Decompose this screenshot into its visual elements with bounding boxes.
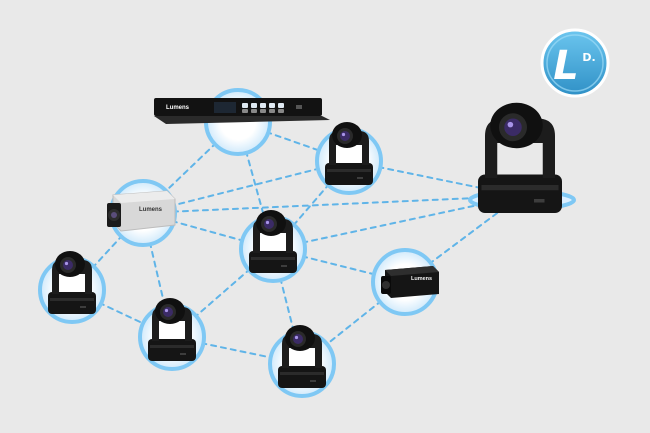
logo-dot-text: D.: [582, 51, 595, 64]
brand-logo: L D.: [540, 28, 610, 98]
cam-ptz-left-device: [48, 251, 96, 314]
cam-ptz-bottom-left-device: [148, 298, 196, 361]
cam-ptz-center-device: [249, 210, 297, 273]
switcher-device: Lumens: [154, 98, 330, 124]
link-cam-ptz-top-cam-box-white: [142, 160, 350, 214]
cam-box-black-device: Lumens: [381, 266, 439, 298]
link-cam-box-white-cam-ptz-large: [142, 195, 521, 214]
box-camera-white-brand-text: Lumens: [139, 207, 163, 213]
logo-letter: L: [553, 43, 579, 89]
cam-ptz-bottom-device: [278, 325, 326, 388]
link-cam-box-white-cam-ptz-left: [71, 212, 144, 291]
switcher-brand-text: Lumens: [166, 105, 190, 111]
cam-ptz-large-device: [478, 102, 562, 213]
cam-box-white-device: Lumens: [107, 190, 176, 232]
cam-ptz-top-device: [325, 122, 373, 185]
box-camera-black-brand-text: Lumens: [411, 276, 432, 282]
